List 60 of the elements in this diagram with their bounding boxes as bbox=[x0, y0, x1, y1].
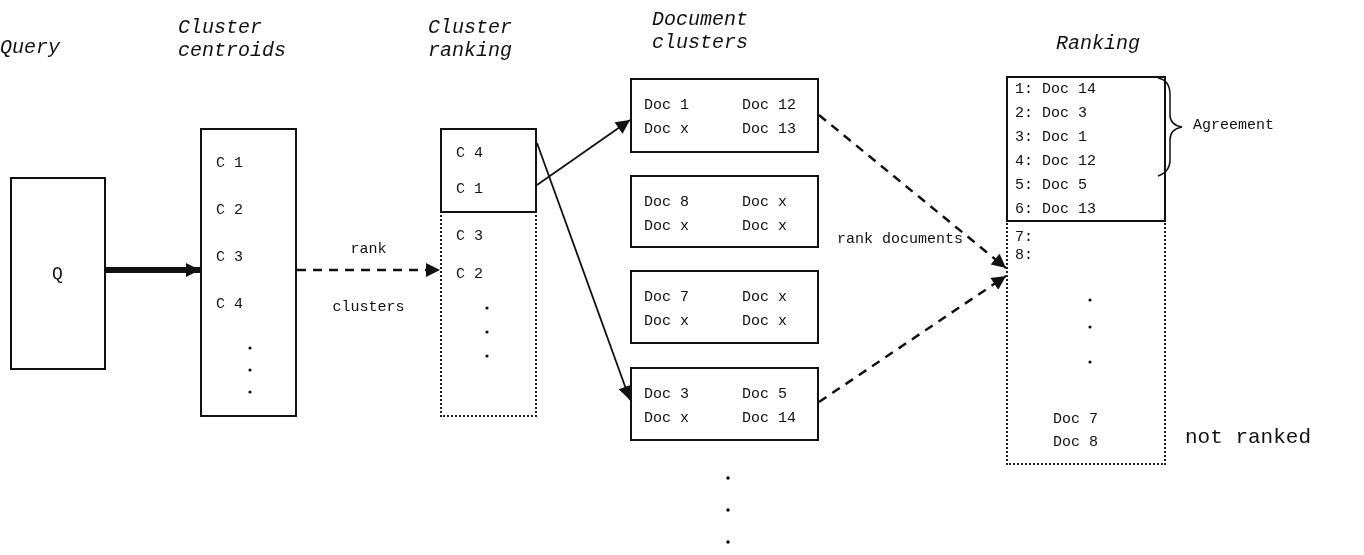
list-item: C 4 bbox=[456, 145, 483, 163]
list-item: Doc x bbox=[742, 289, 787, 307]
list-item: Doc 7 bbox=[644, 289, 689, 307]
query-box bbox=[10, 177, 106, 370]
arrow bbox=[297, 263, 440, 277]
centroid-list-box bbox=[200, 128, 297, 417]
list-item: Doc 13 bbox=[742, 121, 796, 139]
list-item: C 3 bbox=[456, 228, 483, 246]
arrow bbox=[818, 114, 1007, 269]
list-item: 5: Doc 5 bbox=[1015, 177, 1087, 195]
list-item: 4: Doc 12 bbox=[1015, 153, 1096, 171]
list-item: C 3 bbox=[216, 249, 243, 267]
list-item: 3: Doc 1 bbox=[1015, 129, 1087, 147]
list-item: C 2 bbox=[456, 266, 483, 284]
bracket-label: Agreement bbox=[1193, 117, 1274, 134]
list-item: Doc x bbox=[644, 313, 689, 331]
column-heading: Document clusters bbox=[652, 8, 749, 54]
document-cluster-box bbox=[630, 367, 819, 441]
list-item: 7: bbox=[1015, 229, 1033, 247]
arrow bbox=[536, 142, 632, 401]
document-ranking-list bbox=[1006, 76, 1166, 465]
document-cluster-box bbox=[630, 78, 819, 153]
list-item: C 1 bbox=[216, 155, 243, 173]
cluster-ranking-list bbox=[440, 128, 537, 417]
top-cluster-box bbox=[440, 128, 537, 213]
list-item: 6: Doc 13 bbox=[1015, 201, 1096, 219]
list-item: Doc 14 bbox=[742, 410, 796, 428]
document-cluster-box bbox=[630, 270, 819, 344]
list-item: Doc 1 bbox=[644, 97, 689, 115]
list-item: Doc 12 bbox=[742, 97, 796, 115]
process-label: rank documents bbox=[836, 230, 964, 250]
list-item: Doc x bbox=[644, 410, 689, 428]
column-heading: Query bbox=[0, 36, 60, 59]
list-item: 8: bbox=[1015, 247, 1033, 265]
list-item: C 4 bbox=[216, 296, 243, 314]
list-item: Doc 3 bbox=[644, 386, 689, 404]
list-item: Q bbox=[52, 265, 63, 283]
list-item: Doc x bbox=[742, 194, 787, 212]
list-item: Doc x bbox=[644, 121, 689, 139]
list-item: Doc x bbox=[742, 218, 787, 236]
arrow bbox=[536, 119, 631, 186]
list-item: Doc x bbox=[644, 218, 689, 236]
list-item: Doc 7 bbox=[1053, 411, 1098, 429]
list-item: C 1 bbox=[456, 181, 483, 199]
list-item: Doc x bbox=[742, 313, 787, 331]
column-heading: Ranking bbox=[1056, 32, 1140, 55]
column-heading: Cluster ranking bbox=[428, 16, 513, 62]
list-item: C 2 bbox=[216, 202, 243, 220]
list-item: 2: Doc 3 bbox=[1015, 105, 1087, 123]
column-heading: Cluster centroids bbox=[178, 16, 288, 62]
arrow bbox=[106, 263, 200, 277]
list-item: Doc 8 bbox=[1053, 434, 1098, 452]
edge-label: rank clusters bbox=[331, 240, 406, 318]
top-ranked-box bbox=[1006, 76, 1166, 222]
list-item: Doc 5 bbox=[742, 386, 787, 404]
note-text: not ranked bbox=[1185, 426, 1312, 449]
document-cluster-box bbox=[630, 175, 819, 248]
arrow bbox=[818, 274, 1007, 404]
list-item: Doc 8 bbox=[644, 194, 689, 212]
list-item: 1: Doc 14 bbox=[1015, 81, 1096, 99]
